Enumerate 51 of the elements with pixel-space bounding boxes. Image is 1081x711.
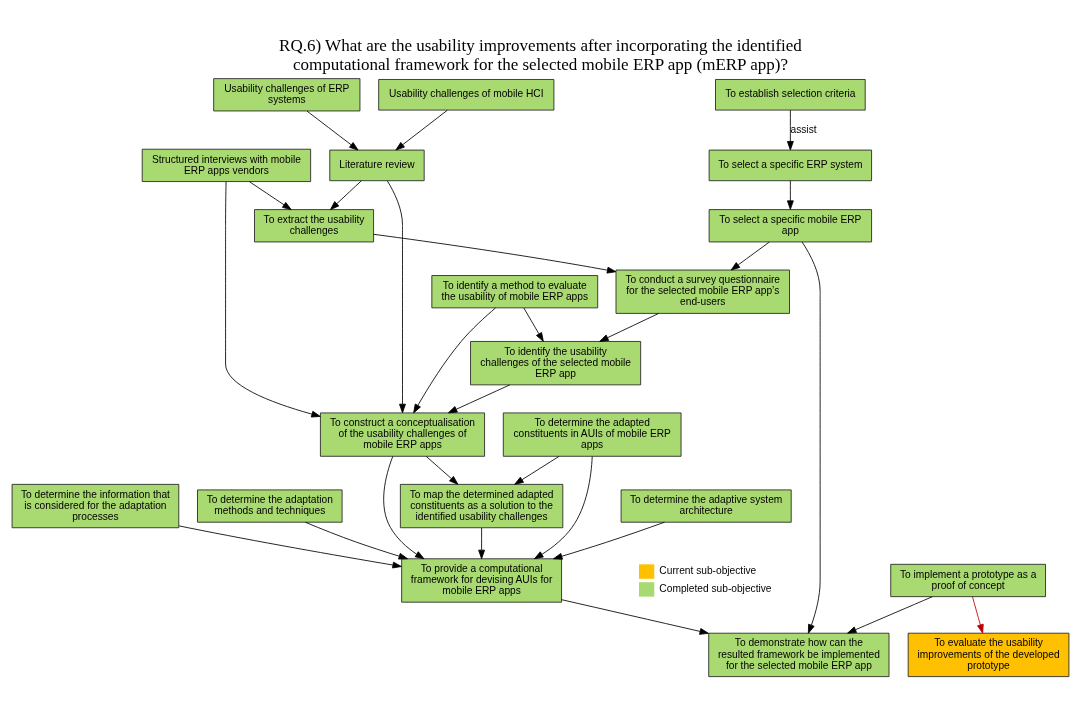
node-box: Literature review [329,149,425,182]
node-box: To determine the adapted constituents in AUIs of mobile ERP apps [502,412,682,457]
node-box: To identify a method to evaluate the usability of mobile ERP apps [431,275,599,309]
arrow [786,180,794,210]
arrow [425,455,459,485]
arrow [383,455,425,560]
arrow [395,109,448,151]
diagram-title: RQ.6) What are the usability improvements after incorporating the identified computational framework for the selected mobile ERP app (mERP app)? [279,36,802,75]
node-box: Structured interviews with mobile ERP apps vendors [141,148,312,182]
arrow [523,307,544,342]
arrow [330,180,362,210]
arrow [304,521,408,560]
node-box: To determine the information that is considered for the adaptation processes [11,483,180,529]
arrow [801,241,821,634]
arrow [534,456,593,560]
arrow [478,527,485,560]
arrow [306,110,359,151]
arrow [786,109,794,151]
node-box: To conduct a survey questionnaire for the selected mobile ERP app’s end-users [615,269,790,314]
arrow [249,181,292,211]
node-box: To identify the usability challenges of the selected mobile ERP app [470,341,642,386]
node-box: To determine the adaptation methods and techniques [197,489,343,523]
arrow [972,596,984,634]
arrow [386,180,406,414]
arrow [599,313,660,342]
legend-label: Current sub-objective [659,565,757,577]
node-box: Usability challenges of ERP systems [213,78,361,112]
legend-label: Completed sub-objective [659,583,772,595]
arrow [730,241,770,271]
node-box: Usability challenges of mobile HCI [378,79,555,111]
node-box: To provide a computational framework for devising AUIs for mobile ERP apps [401,558,562,603]
arrow [847,596,933,634]
arrow [561,599,709,635]
node-box: To determine the adaptive system architecture [620,489,792,523]
node-box: To select a specific mobile ERP app [708,209,872,243]
node-box: To map the determined adapted constituents as a solution to the identified usability challenges [399,483,564,529]
node-box: To select a specific ERP system [708,149,872,182]
arrow [447,384,511,414]
node-box: To extract the usability challenges [254,209,374,243]
arrow [178,525,402,569]
node-box: To demonstrate how can the resulted framework be implemented for the selected mobile ERP app [708,632,890,678]
node-box: To construct a conceptualisation of the usability challenges of mobile ERP apps [320,412,485,457]
edge-label: assist [790,123,817,135]
arrow [413,307,496,414]
node-box: To establish selection criteria [715,79,866,111]
arrow [373,233,617,274]
arrow [553,521,665,560]
arrow [225,181,321,418]
node-box: To implement a prototype as a proof of concept [890,563,1046,598]
node-box: To evaluate the usability improvements of the developed prototype [907,632,1070,678]
arrow [514,455,560,485]
